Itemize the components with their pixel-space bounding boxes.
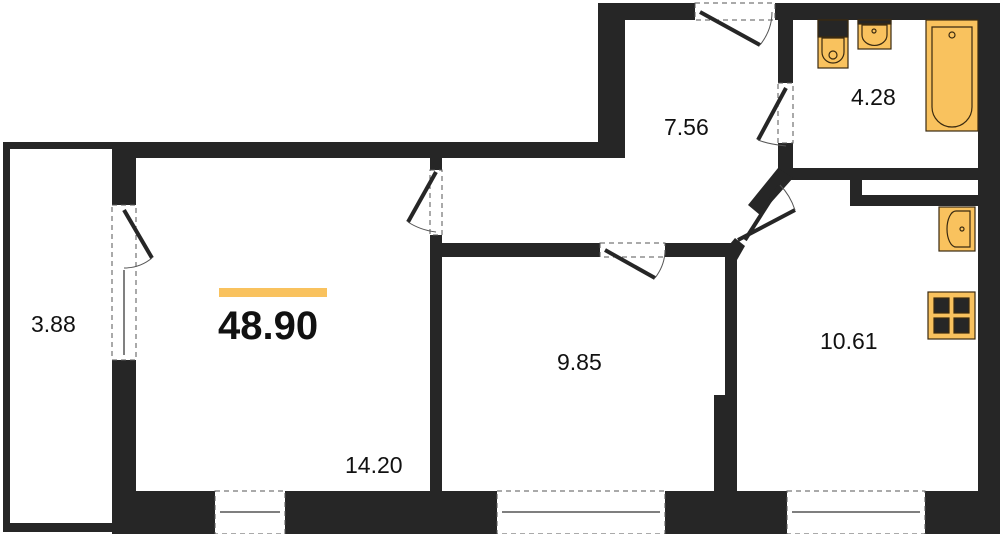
room-area-living-room: 14.20 bbox=[345, 452, 403, 478]
door-leaves bbox=[122, 10, 796, 280]
total-area: 48.90 bbox=[218, 304, 319, 348]
room-area-hallway: 7.56 bbox=[664, 114, 709, 140]
walls bbox=[3, 3, 1000, 534]
room-area-bathroom: 4.28 bbox=[851, 84, 896, 110]
openings bbox=[111, 2, 926, 534]
stove-icon bbox=[927, 291, 976, 340]
toilet-icon bbox=[817, 19, 849, 69]
bathroom-sink-icon bbox=[857, 19, 892, 50]
fixtures bbox=[817, 19, 979, 340]
window-panes bbox=[123, 270, 920, 513]
accent-bar bbox=[219, 288, 327, 297]
kitchen-sink-icon bbox=[938, 206, 976, 252]
bathtub-icon bbox=[925, 19, 979, 132]
room-area-kitchen: 10.61 bbox=[820, 328, 878, 354]
room-area-bedroom: 9.85 bbox=[557, 349, 602, 375]
room-area-balcony: 3.88 bbox=[31, 311, 76, 337]
door-arcs bbox=[123, 11, 796, 279]
